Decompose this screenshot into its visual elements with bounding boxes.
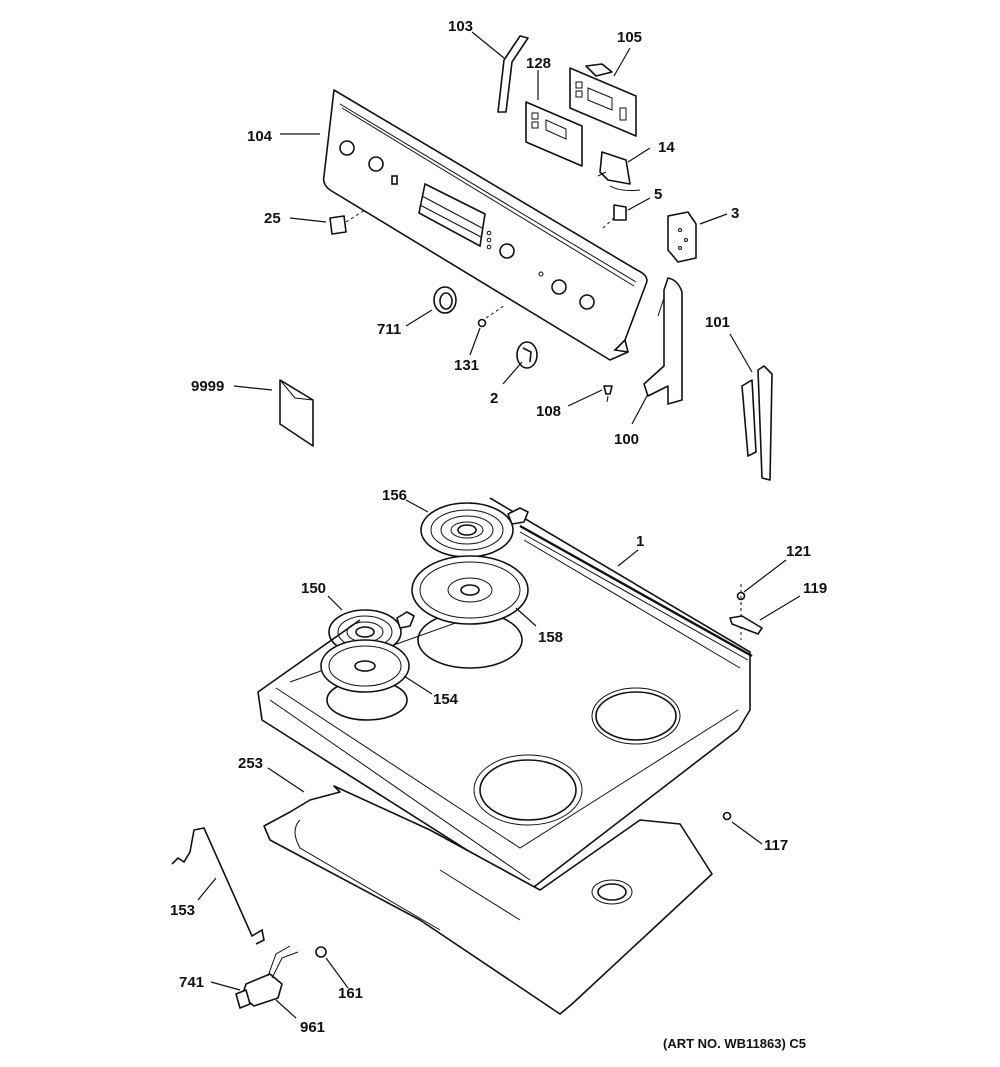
callout-154: 154 [433,691,459,708]
callout-105: 105 [617,29,642,46]
nut [722,811,732,821]
fastener [603,385,613,403]
small-drip-pan [320,639,410,693]
control-panel-end-bracket [497,35,529,113]
cooktop-support-pan [263,785,713,1015]
indicator-light [602,204,627,229]
callout-153: 153 [170,902,195,919]
end-cap [643,277,683,405]
mounting-bracket [741,365,773,481]
callout-741: 741 [179,974,204,991]
callout-9999: 9999 [191,378,224,395]
callout-2: 2 [490,390,498,407]
callout-253: 253 [238,755,263,772]
screw-131 [477,304,506,328]
leader-lines [197,31,801,1019]
retainer-clip [315,946,327,958]
callout-104: 104 [247,128,273,145]
callout-961: 961 [300,1019,325,1036]
callout-101: 101 [705,314,730,331]
art-number: (ART NO. WB11863) C5 [663,1036,806,1051]
callout-128: 128 [526,55,551,72]
electronic-clock-control [569,63,637,137]
callout-156: 156 [382,487,407,504]
callout-3: 3 [731,205,739,222]
callout-119: 119 [803,580,827,597]
support-rod [171,827,265,945]
callout-131: 131 [454,357,479,374]
callout-100: 100 [614,431,639,448]
cooktop [257,497,753,891]
screw-121 [736,584,746,640]
literature-packet [279,379,314,447]
callout-158: 158 [538,629,563,646]
control-knob [516,341,538,369]
callout-5: 5 [654,186,662,203]
callout-711: 711 [377,321,401,338]
callout-labels: 103 105 128 104 14 5 3 25 711 131 2 9999… [170,18,827,1036]
control-overlay [525,101,583,167]
terminal-block [235,945,299,1009]
infinite-switch [597,151,641,191]
callout-25: 25 [264,210,281,227]
backsplash-control-panel [322,89,648,361]
callout-1: 1 [636,533,644,550]
callout-161: 161 [338,985,363,1002]
hinge-bracket [729,615,763,635]
callout-14: 14 [658,139,675,156]
signal-light-switch [329,209,366,235]
callout-117: 117 [764,837,788,854]
callout-150: 150 [301,580,326,597]
large-drip-pan [411,555,529,625]
callout-121: 121 [786,543,811,560]
knob-bezel [433,286,457,314]
callout-108: 108 [536,403,561,420]
surface-unit-switch [667,211,697,263]
callout-103: 103 [448,18,473,35]
